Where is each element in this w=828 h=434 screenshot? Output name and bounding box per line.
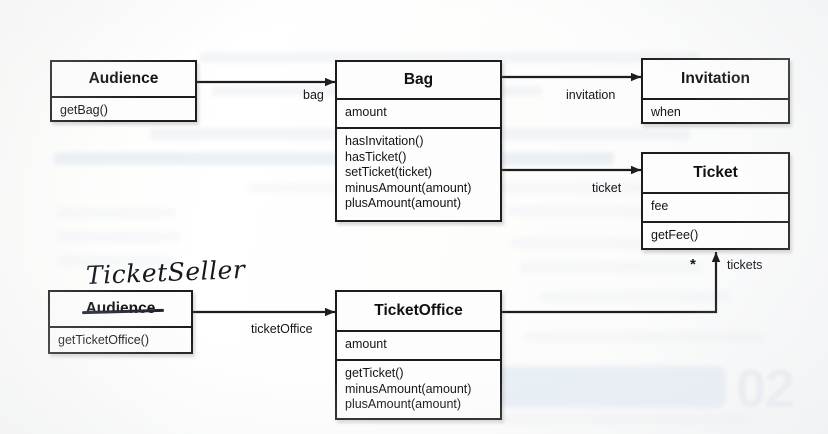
operation-item: hasTicket() <box>345 149 407 164</box>
bleed-through-line <box>540 292 730 302</box>
class-name-ticket: Ticket <box>693 164 738 181</box>
operation-item: getTicketOffice() <box>58 333 149 347</box>
association-label-invitation: invitation <box>566 88 616 102</box>
operation-item: setTicket(ticket) <box>345 165 433 179</box>
bleed-through-band <box>498 366 726 408</box>
class-box-bag[interactable]: Bag amount hasInvitation() hasTicket() s… <box>335 60 502 222</box>
attribute-item: amount <box>345 337 387 351</box>
attribute-item: amount <box>345 105 387 119</box>
class-name-audience: Audience <box>88 70 159 87</box>
struck-class-name: Audience <box>81 300 164 318</box>
class-box-ticket[interactable]: Ticket fee getFee() <box>641 152 790 250</box>
class-box-audience[interactable]: Audience getBag() <box>50 60 197 122</box>
class-operations-audience: getBag() <box>52 96 195 124</box>
operation-item: plusAmount(amount) <box>345 196 462 210</box>
operation-item: getTicket() <box>345 366 404 380</box>
class-name-ticketoffice: TicketOffice <box>374 302 463 319</box>
class-attributes-bag: amount <box>337 98 500 127</box>
class-attributes-ticketoffice: amount <box>337 330 500 359</box>
operation-item: getBag() <box>60 103 108 117</box>
association-label-tickets: tickets <box>727 258 763 272</box>
bleed-through-line <box>58 256 176 266</box>
class-box-ticketoffice[interactable]: TicketOffice amount getTicket() minusAmo… <box>335 290 502 420</box>
bleed-through-line <box>508 206 698 216</box>
class-operations-ticketseller: getTicketOffice() <box>50 326 191 354</box>
attribute-item: fee <box>651 199 669 213</box>
class-name-ticketseller: Audience <box>50 292 191 326</box>
operation-item: getFee() <box>651 228 699 242</box>
association-label-ticket: ticket <box>592 181 622 195</box>
handwritten-annotation-ticketseller: TicketSeller <box>85 254 246 291</box>
class-attributes-invitation: when <box>643 98 788 126</box>
bleed-through-line <box>520 262 702 272</box>
bleed-through-line <box>524 332 764 342</box>
multiplicity-label-tickets: * <box>690 256 696 273</box>
bleed-through-line <box>502 414 752 424</box>
bleed-through-line <box>54 152 614 165</box>
class-attributes-ticket: fee <box>643 192 788 221</box>
operation-item: minusAmount(amount) <box>345 180 472 195</box>
class-name-bag: Bag <box>403 71 434 88</box>
bleed-through-line <box>56 208 176 218</box>
bleed-through-line <box>56 232 180 242</box>
operation-item: hasInvitation() <box>345 134 424 148</box>
bleed-through-line <box>510 238 722 248</box>
class-operations-ticket: getFee() <box>643 221 788 250</box>
operation-item: minusAmount(amount) <box>345 381 472 396</box>
operation-item: plusAmount(amount) <box>345 397 462 411</box>
class-box-invitation[interactable]: Invitation when <box>641 58 790 124</box>
bleed-through-line <box>200 52 700 63</box>
class-box-ticketseller[interactable]: Audience getTicketOffice() <box>48 290 193 354</box>
class-name-invitation: Invitation <box>681 70 750 87</box>
bleed-through-page-number: 02 <box>736 359 795 419</box>
association-label-bag: bag <box>303 88 324 102</box>
attribute-item: when <box>651 105 681 119</box>
class-operations-bag: hasInvitation() hasTicket() setTicket(ti… <box>337 127 500 220</box>
class-operations-ticketoffice: getTicket() minusAmount(amount) plusAmou… <box>337 359 500 420</box>
association-label-ticketoffice: ticketOffice <box>251 322 313 336</box>
